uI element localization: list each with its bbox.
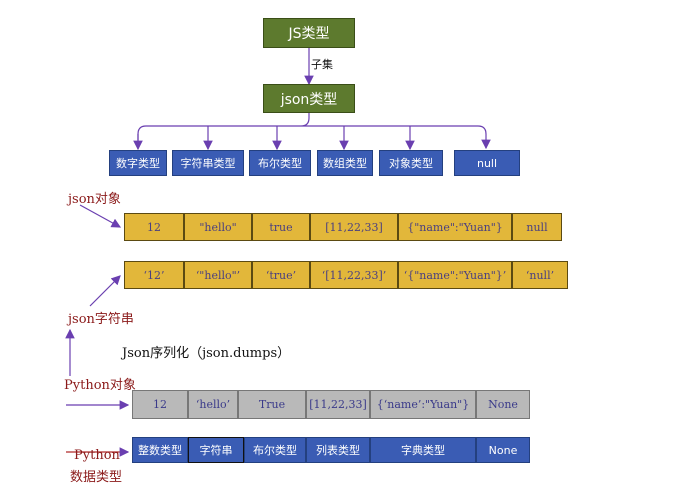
json-type-null: null — [454, 150, 520, 176]
python-object-cell-none: None — [476, 390, 530, 419]
json-string-arrow — [89, 275, 121, 307]
json-type-string: 字符串类型 — [172, 150, 244, 176]
python-types-label-2: 数据类型 — [70, 470, 123, 485]
json-type-object: 对象类型 — [379, 150, 443, 176]
json-string-cell-bool: ‘true’ — [252, 261, 310, 289]
json-string-cell-number: ‘12’ — [124, 261, 184, 289]
json-string-cell-string: ‘"hello"’ — [184, 261, 252, 289]
json-string-label: json字符串 — [68, 312, 134, 327]
python-type-dict: 字典类型 — [370, 437, 476, 463]
json-type-node: json类型 — [263, 84, 355, 113]
json-object-label: json对象 — [68, 192, 121, 207]
python-object-label: Python对象 — [64, 378, 136, 393]
json-string-cell-object: ‘{"name":"Yuan"}’ — [398, 261, 512, 289]
python-type-bool: 布尔类型 — [244, 437, 306, 463]
python-object-cell-bool: True — [238, 390, 306, 419]
json-object-cell-null: null — [512, 213, 562, 241]
python-type-list: 列表类型 — [306, 437, 370, 463]
python-object-cell-str: ‘hello’ — [188, 390, 238, 419]
json-object-cell-number: 12 — [124, 213, 184, 241]
tree-bracket — [137, 113, 486, 148]
json-object-cell-object: {"name":"Yuan"} — [398, 213, 512, 241]
python-type-int: 整数类型 — [132, 437, 188, 463]
json-type-number: 数字类型 — [109, 150, 167, 176]
json-object-cell-array: [11,22,33] — [310, 213, 398, 241]
serialize-caption: Json序列化（json.dumps） — [122, 346, 291, 361]
json-object-arrow — [79, 204, 122, 228]
python-object-cell-list: [11,22,33] — [306, 390, 370, 419]
json-object-cell-bool: true — [252, 213, 310, 241]
python-object-cell-int: 12 — [132, 390, 188, 419]
python-type-none: None — [476, 437, 530, 463]
json-string-cell-null: ‘null’ — [512, 261, 568, 289]
python-types-label-1: Python — [74, 448, 120, 463]
js-type-node: JS类型 — [263, 18, 355, 48]
json-string-cell-array: ‘[11,22,33]’ — [310, 261, 398, 289]
python-object-cell-dict: {‘name’:"Yuan"} — [370, 390, 476, 419]
subset-label: 子集 — [311, 58, 333, 71]
python-type-str: 字符串 — [188, 437, 244, 463]
json-type-array: 数组类型 — [317, 150, 373, 176]
json-object-cell-string: "hello" — [184, 213, 252, 241]
json-type-bool: 布尔类型 — [249, 150, 311, 176]
